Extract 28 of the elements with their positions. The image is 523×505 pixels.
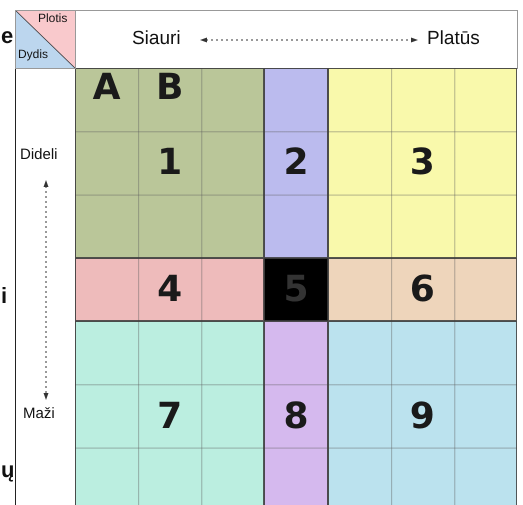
cut-off-text: e (1, 24, 14, 48)
grid-region (75, 321, 264, 505)
grid-region (264, 68, 328, 258)
grid-region (264, 321, 328, 505)
region-number: 9 (408, 394, 436, 439)
region-number: 3 (408, 141, 436, 186)
column-letter: B (154, 66, 184, 110)
axis-label: Plotis (38, 12, 68, 26)
axis-label: Dydis (18, 48, 48, 62)
grid-region (264, 258, 328, 322)
cut-off-text: i (1, 284, 8, 308)
grid-region (328, 68, 518, 258)
axis-label: Maži (23, 406, 55, 422)
axis-label: Siauri (132, 29, 181, 50)
region-number: 2 (282, 141, 310, 186)
column-letter: A (92, 66, 122, 110)
grid-region (328, 258, 518, 322)
grid-region (328, 321, 518, 505)
region-number: 8 (282, 394, 310, 439)
region-number: 1 (156, 141, 184, 186)
grid-region (75, 68, 264, 258)
region-number: 4 (156, 268, 184, 312)
region-number: 6 (408, 268, 436, 312)
region-number: 7 (156, 394, 184, 439)
axis-label: Platūs (427, 29, 480, 50)
axis-label: Dideli (20, 147, 58, 164)
cut-off-text: ų (1, 458, 14, 482)
grid-region (75, 258, 264, 322)
